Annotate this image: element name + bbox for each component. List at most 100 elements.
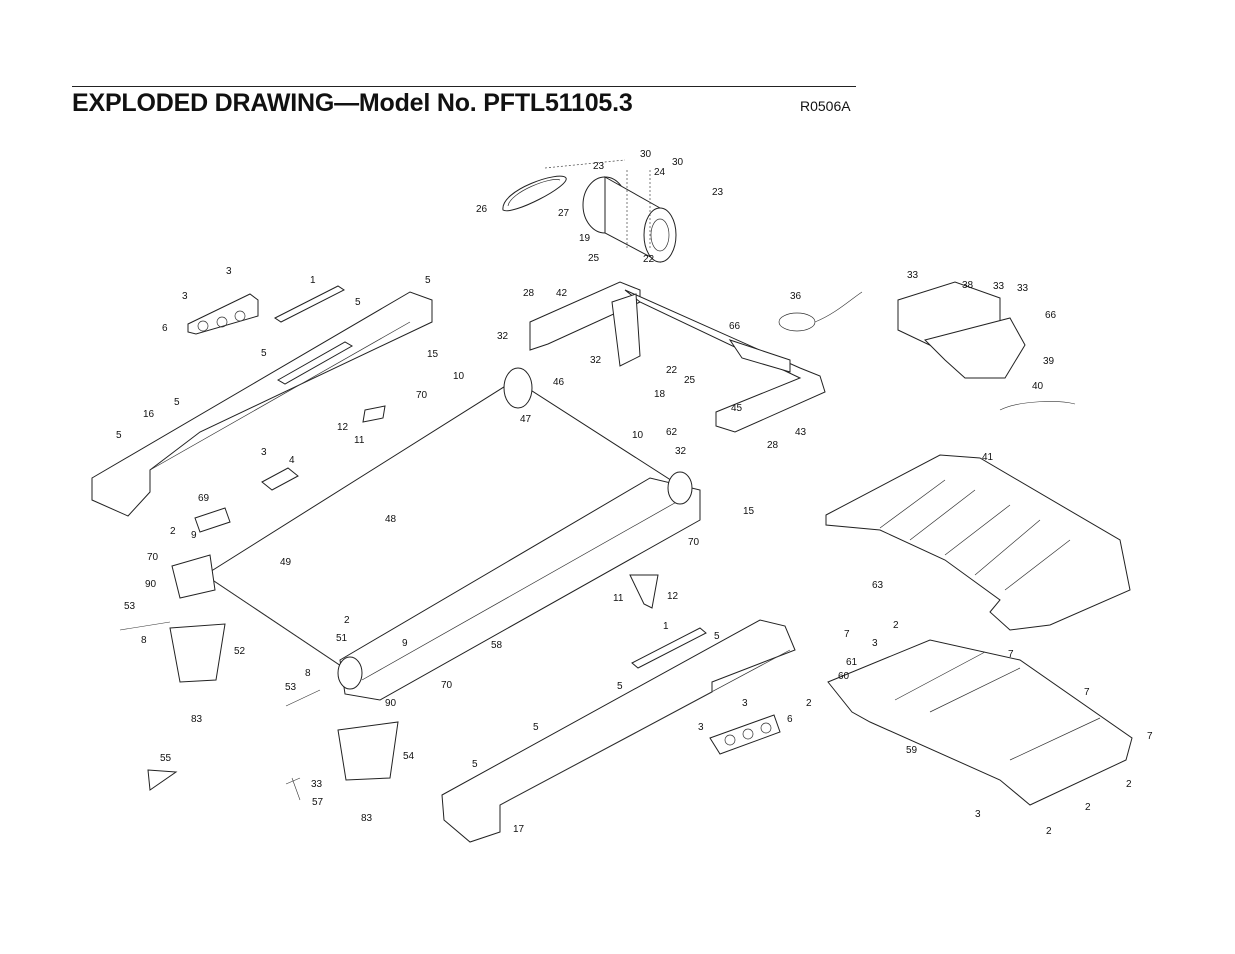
motor-hood — [825, 454, 1131, 631]
callout: 15 — [743, 506, 755, 517]
callout: 2 — [344, 615, 350, 626]
callout: 33 — [993, 281, 1005, 292]
callout: 5 — [355, 297, 361, 308]
callout: 55 — [160, 753, 172, 764]
callout: 70 — [147, 552, 159, 563]
page-title: EXPLODED DRAWING—Model No. PFTL51105.3 — [72, 89, 633, 117]
callout: 7 — [1008, 649, 1014, 660]
callout: 45 — [731, 403, 743, 414]
callout: 54 — [403, 751, 415, 762]
callout: 60 — [838, 671, 850, 682]
callout: 5 — [261, 348, 267, 359]
callout: 5 — [617, 681, 623, 692]
callout: 51 — [336, 633, 348, 644]
callout: 12 — [337, 422, 349, 433]
callout: 2 — [1126, 779, 1132, 790]
callout: 2 — [893, 620, 899, 631]
callout: 16 — [143, 409, 155, 420]
callout: 83 — [361, 813, 373, 824]
callout: 10 — [632, 430, 644, 441]
callout: 3 — [261, 447, 267, 458]
callout: 83 — [191, 714, 203, 725]
callout: 24 — [654, 167, 666, 178]
callout: 3 — [872, 638, 878, 649]
callout: 11 — [613, 593, 624, 604]
callout: 2 — [1085, 802, 1091, 813]
callout: 70 — [688, 537, 700, 548]
callout: 5 — [472, 759, 478, 770]
callout: 22 — [666, 365, 678, 376]
callout: 1 — [310, 275, 316, 286]
callout: 90 — [145, 579, 157, 590]
callout: 15 — [427, 349, 439, 360]
callout: 30 — [640, 149, 652, 160]
base-pan — [827, 639, 1133, 806]
callout: 1 — [663, 621, 669, 632]
callout: 40 — [1032, 381, 1044, 392]
callout: 9 — [402, 638, 408, 649]
callout: 70 — [416, 390, 428, 401]
callout: 33 — [1017, 283, 1029, 294]
callout: 2 — [806, 698, 812, 709]
frame — [529, 281, 826, 433]
callout: 66 — [1045, 310, 1057, 321]
callout: 32 — [497, 331, 509, 342]
callout: 6 — [787, 714, 793, 725]
callout: 58 — [491, 640, 503, 651]
callout: 53 — [285, 682, 297, 693]
callout: 62 — [666, 427, 678, 438]
callout: 3 — [226, 266, 232, 277]
callout: 28 — [523, 288, 535, 299]
callout: 41 — [982, 452, 994, 463]
callout: 7 — [1084, 687, 1090, 698]
callout: 27 — [558, 208, 570, 219]
callout: 39 — [1043, 356, 1055, 367]
callout: 26 — [476, 204, 488, 215]
callout: 10 — [453, 371, 465, 382]
callout: 7 — [844, 629, 850, 640]
callout: 28 — [767, 440, 779, 451]
callout: 59 — [906, 745, 918, 756]
callout: 25 — [684, 375, 696, 386]
callout: 90 — [385, 698, 397, 709]
power-cord — [778, 291, 863, 332]
callout: 11 — [354, 435, 365, 446]
callout: 22 — [643, 254, 655, 265]
callout: 5 — [116, 430, 122, 441]
callout: 63 — [872, 580, 884, 591]
callout: 43 — [795, 427, 807, 438]
callout: 7 — [1147, 731, 1153, 742]
callout: 23 — [712, 187, 724, 198]
callout: 57 — [312, 797, 324, 808]
callout: 5 — [425, 275, 431, 286]
callout: 32 — [590, 355, 602, 366]
callout: 48 — [385, 514, 397, 525]
small-parts — [119, 405, 659, 801]
drive-belt — [502, 175, 567, 212]
motor — [544, 159, 677, 263]
callout: 3 — [698, 722, 704, 733]
callout: 3 — [975, 809, 981, 820]
callout: 32 — [675, 446, 687, 457]
callout: 46 — [553, 377, 565, 388]
revision-code: R0506A — [800, 98, 851, 114]
callout: 6 — [162, 323, 168, 334]
left-rail-cover — [91, 285, 433, 517]
callout: 5 — [174, 397, 180, 408]
callout: 33 — [907, 270, 919, 281]
callout: 12 — [667, 591, 679, 602]
callout: 42 — [556, 288, 568, 299]
callout: 38 — [962, 280, 974, 291]
walking-deck — [171, 367, 701, 701]
callout: 33 — [311, 779, 323, 790]
callout: 8 — [141, 635, 147, 646]
callout: 53 — [124, 601, 136, 612]
callout: 3 — [182, 291, 188, 302]
callout: 19 — [579, 233, 591, 244]
callout: 17 — [513, 824, 525, 835]
callout: 30 — [672, 157, 684, 168]
callout: 70 — [441, 680, 453, 691]
callout: 52 — [234, 646, 246, 657]
right-rail-cover — [441, 619, 796, 843]
controller — [897, 281, 1076, 411]
